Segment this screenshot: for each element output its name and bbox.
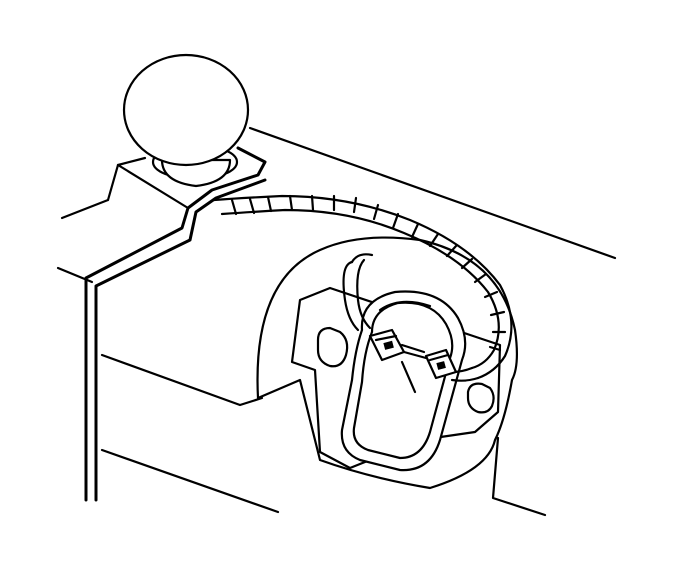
panel-left-top-edge: [60, 198, 110, 220]
left-connector-latch: [383, 340, 394, 350]
ball-component: [122, 53, 250, 188]
probe-line: [400, 360, 417, 394]
harness-sleeve-lower: [220, 208, 500, 370]
panel-lower-step: [100, 353, 264, 407]
bracket-inner-edge: [94, 178, 267, 502]
pump-assembly: [256, 236, 519, 490]
left-connector-wire: [402, 350, 428, 360]
harness-sleeve-stripes: [230, 194, 507, 352]
right-connector: [424, 348, 458, 380]
panel-bottom-edge: [100, 448, 280, 514]
recess-inner-outline: [290, 286, 502, 470]
wiring-harness: [212, 194, 513, 382]
left-connector: [368, 328, 428, 362]
bracket-flange-fold: [116, 163, 190, 210]
harness-branch-loop: [350, 253, 374, 264]
mounting-slot-left: [316, 326, 349, 368]
ball-body: [122, 53, 250, 167]
left-connector-wire-2: [400, 343, 426, 354]
motor-cap-arc: [378, 300, 432, 312]
right-connector-latch: [436, 361, 446, 370]
ball-neck: [160, 158, 232, 188]
motor-housing: [340, 290, 467, 472]
harness-sleeve-upper: [212, 194, 513, 380]
harness-branch-wire-a: [342, 260, 360, 332]
mounting-slot-right: [466, 382, 495, 414]
right-connector-ridge: [428, 353, 450, 362]
bracket-outer-edge: [84, 146, 267, 502]
panel-right-vertical: [491, 436, 547, 517]
left-connector-ridge: [374, 334, 398, 342]
harness-branch-wire-b: [356, 258, 372, 330]
harness-wire-to-right-connector-2: [450, 376, 480, 382]
body-panel: [56, 126, 617, 517]
panel-top-edge: [248, 126, 617, 260]
recess-outer-outline: [256, 236, 519, 490]
mounting-bracket: [84, 146, 267, 502]
